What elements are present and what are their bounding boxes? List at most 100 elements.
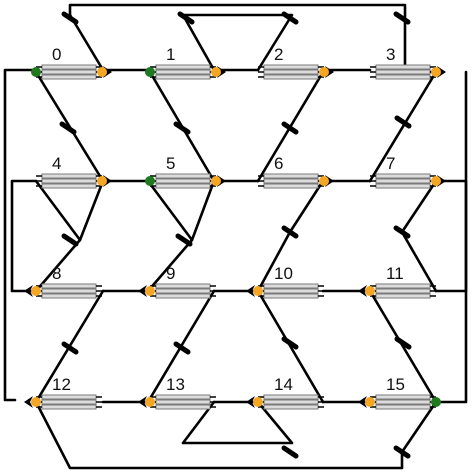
node-rail — [155, 64, 211, 70]
wire-marker — [281, 121, 299, 135]
node-rail — [263, 399, 319, 405]
node-8: 8 — [31, 264, 102, 299]
node-rail — [375, 283, 431, 289]
node-rail — [41, 283, 97, 289]
wire-15-tail — [400, 400, 438, 454]
node-13: 13 — [145, 375, 216, 410]
wire-marker — [281, 336, 299, 350]
wire-marker — [394, 115, 412, 129]
node-rail — [375, 399, 431, 405]
node-4: 4 — [36, 154, 107, 189]
port-dot-orange — [431, 67, 441, 77]
node-rail — [375, 178, 431, 184]
node-rail — [155, 399, 211, 405]
port-dot-orange — [31, 286, 41, 296]
node-rail — [263, 283, 319, 289]
wire-3-7-diag — [368, 70, 438, 183]
wire-left-inner — [10, 179, 38, 293]
node-label: 1 — [166, 45, 175, 64]
node-rail — [375, 64, 431, 70]
wire-marker — [61, 233, 79, 247]
node-1: 1 — [145, 45, 221, 80]
node-rail — [375, 288, 431, 294]
node-rail — [263, 64, 319, 70]
node-label: 12 — [52, 375, 71, 394]
node-rail — [263, 404, 319, 410]
port-dot-green — [145, 176, 155, 186]
port-dot-orange — [365, 397, 375, 407]
node-label: 14 — [274, 375, 293, 394]
wire-left-outer — [3, 68, 38, 402]
node-3: 3 — [370, 45, 441, 80]
wire-right-lower — [434, 70, 468, 404]
wire-x-left — [78, 179, 105, 242]
port-dot-orange — [365, 286, 375, 296]
node-10: 10 — [253, 264, 324, 299]
wire-right-upper — [434, 179, 468, 293]
node-6: 6 — [258, 154, 329, 189]
node-rail — [41, 64, 97, 70]
node-rail — [155, 74, 211, 80]
node-rail — [41, 404, 97, 410]
node-rail — [155, 293, 211, 299]
node-rail — [155, 183, 211, 189]
node-label: 3 — [386, 45, 395, 64]
port-dot-orange — [319, 176, 329, 186]
node-rail — [375, 293, 431, 299]
wire-marker — [173, 341, 191, 355]
node-rail — [41, 288, 97, 294]
arrowhead — [24, 396, 33, 408]
port-dot-orange — [145, 286, 155, 296]
wire-marker — [61, 341, 79, 355]
port-dot-green — [431, 397, 441, 407]
node-rail — [41, 183, 97, 189]
node-rail — [263, 178, 319, 184]
arrowhead — [246, 285, 255, 297]
wire-x-mid — [190, 179, 216, 242]
node-rail — [155, 404, 211, 410]
node-rail — [263, 69, 319, 75]
node-11: 11 — [365, 264, 436, 299]
node-2: 2 — [258, 45, 329, 80]
wire-top-hourglass — [181, 13, 294, 72]
port-dot-orange — [97, 67, 107, 77]
node-rail — [41, 74, 97, 80]
node-14: 14 — [253, 375, 324, 410]
node-label: 13 — [166, 375, 185, 394]
node-rail — [155, 69, 211, 75]
arrowheads — [24, 11, 446, 459]
node-0: 0 — [31, 45, 107, 80]
node-label: 9 — [166, 264, 175, 283]
node-rail — [263, 293, 319, 299]
node-9: 9 — [145, 264, 216, 299]
node-rail — [263, 394, 319, 400]
node-label: 4 — [52, 154, 61, 173]
arrowhead — [24, 285, 33, 297]
node-7: 7 — [370, 154, 441, 189]
node-label: 0 — [52, 45, 61, 64]
node-rail — [263, 74, 319, 80]
wire-marker — [393, 225, 411, 239]
wire-marker — [61, 11, 79, 25]
node-label: 7 — [386, 154, 395, 173]
wire-marker — [173, 121, 191, 135]
arrowhead — [138, 396, 147, 408]
wire-marker — [394, 336, 412, 350]
arrowhead — [358, 285, 367, 297]
wire-11-15-diag — [368, 289, 438, 404]
port-dot-orange — [253, 397, 263, 407]
wire-marker — [281, 445, 299, 459]
node-5: 5 — [145, 154, 221, 189]
port-dot-orange — [31, 397, 41, 407]
wire-marker — [281, 11, 299, 25]
node-label: 11 — [386, 264, 404, 283]
arrowhead — [358, 396, 367, 408]
port-dot-orange — [97, 176, 107, 186]
node-rail — [263, 288, 319, 294]
node-rail — [155, 288, 211, 294]
arrowhead — [246, 396, 255, 408]
wire-bottom-frame — [33, 398, 404, 470]
